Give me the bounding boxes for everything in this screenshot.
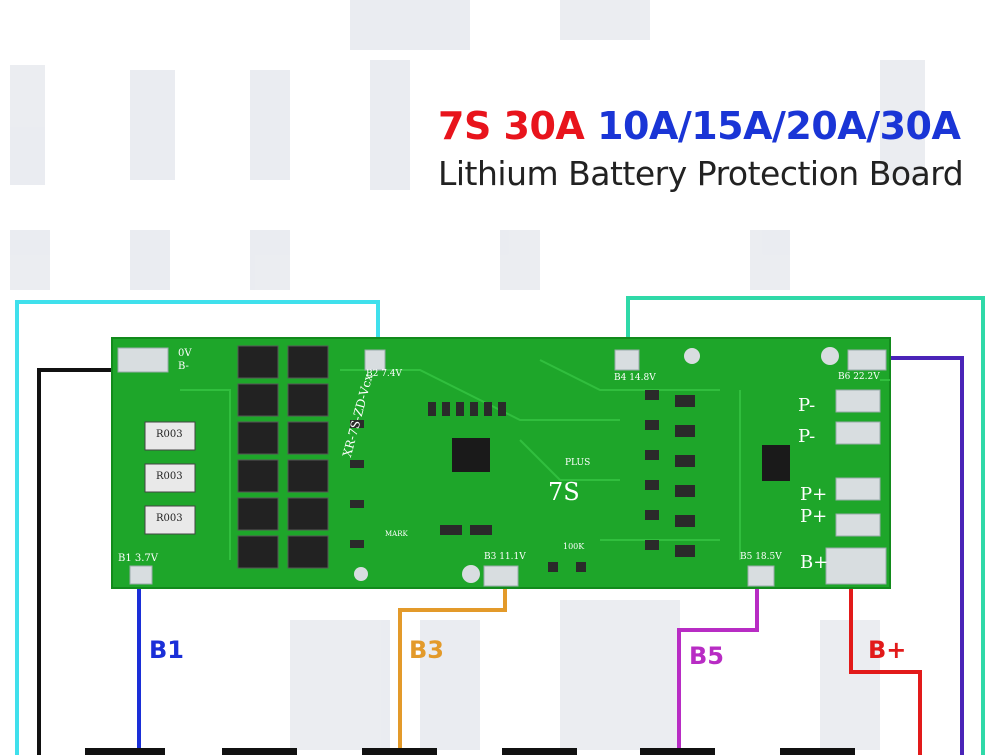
pad-label-b6: B6 22.2V: [838, 372, 880, 382]
pad-label-p-minus: P-: [798, 426, 816, 447]
pad-label-b1: B1 3.7V: [118, 553, 159, 564]
pad-label-b4: B4 14.8V: [614, 373, 656, 383]
pad-label-p-plus: P+: [800, 506, 828, 527]
resistor-label: R003: [156, 429, 183, 440]
silk-mark: MARK: [385, 530, 408, 538]
pad-label-b-minus: B-: [178, 361, 189, 372]
title-model: 7S 30A: [438, 104, 585, 148]
pad-label-0v: 0V: [178, 348, 192, 359]
wire-b2: [15, 300, 380, 755]
product-title: 7S 30A 10A/15A/20A/30A: [438, 104, 961, 148]
resistor-label: R003: [156, 513, 183, 524]
silk-100k: 100K: [563, 542, 585, 551]
wire-b3: [398, 575, 507, 755]
wire-b-plus: [849, 575, 922, 755]
pad-label-p-plus: P+: [800, 484, 828, 505]
silk-plus: PLUS: [565, 458, 591, 468]
title-current-options: 10A/15A/20A/30A: [597, 104, 961, 148]
resistor-label: R003: [156, 471, 183, 482]
pcb-board: [111, 337, 891, 589]
pad-label-b-plus: B+: [800, 552, 829, 573]
pad-label-b2: B2 7.4V: [366, 369, 403, 379]
wire-b5: [677, 575, 759, 755]
wire-b4: [626, 296, 985, 755]
wire-label-b3: B3: [409, 636, 444, 664]
pad-label-b5: B5 18.5V: [740, 552, 782, 562]
wire-label-b-plus: B+: [868, 636, 907, 664]
silk-7s: 7S: [548, 478, 580, 506]
wire-label-b5: B5: [689, 642, 724, 670]
wire-b6: [858, 356, 964, 755]
pad-label-p-minus: P-: [798, 395, 816, 416]
wire-label-b1: B1: [149, 636, 184, 664]
wire-b-minus: [37, 368, 140, 755]
product-subtitle: Lithium Battery Protection Board: [438, 154, 964, 193]
pad-label-b3: B3 11.1V: [484, 552, 526, 562]
